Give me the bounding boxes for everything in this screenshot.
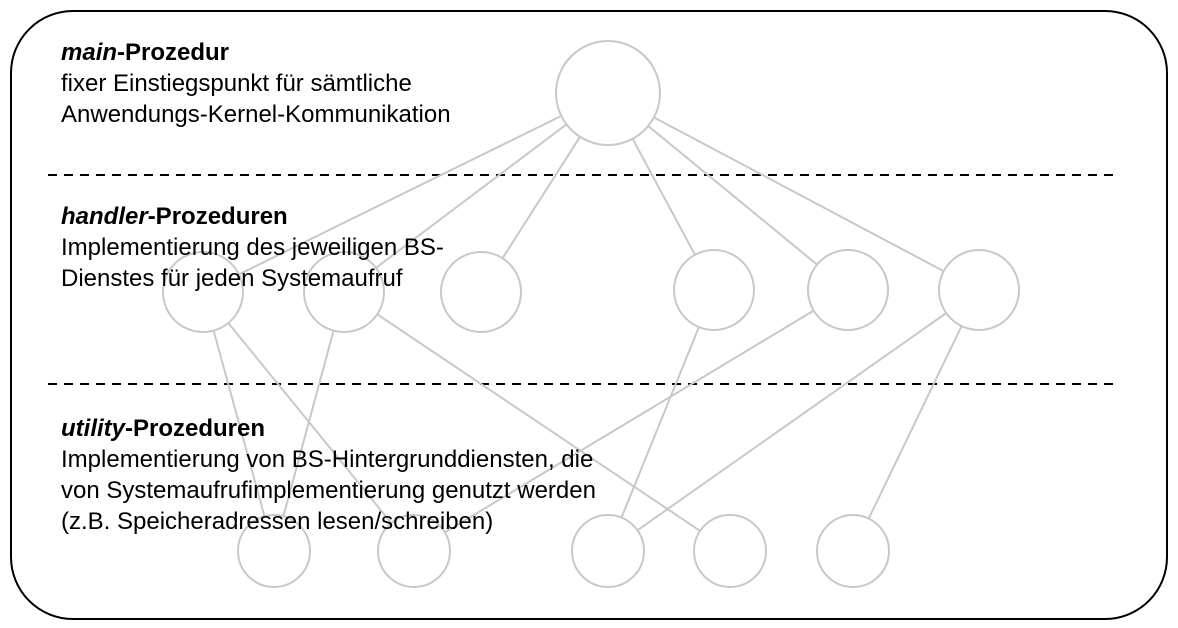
main-heading-rest: -Prozedur <box>117 39 230 66</box>
handler-node-6 <box>938 249 1020 331</box>
handler-node-3 <box>440 251 522 333</box>
utility-section-text: utility-Prozeduren Implementierung von B… <box>61 413 596 537</box>
utility-heading: utility-Prozeduren <box>61 413 596 444</box>
utility-heading-italic: utility <box>61 415 125 442</box>
handler-desc-line-1: Implementierung des jeweiligen BS- <box>61 234 444 261</box>
edge-main-node-to-handler-node-3 <box>501 136 581 259</box>
main-section-text: main-Prozedur fixer Einstiegspunkt für s… <box>61 37 451 130</box>
edge-handler-node-1-to-utility-node-1 <box>212 330 266 517</box>
edge-handler-node-4-to-utility-node-3 <box>620 326 700 518</box>
main-desc-line-1: fixer Einstiegspunkt für sämtliche <box>61 70 412 97</box>
edge-main-node-to-handler-node-4 <box>631 138 696 256</box>
main-node <box>555 40 661 146</box>
handler-node-2 <box>303 251 385 333</box>
utility-node-3 <box>571 514 645 588</box>
handler-node-5 <box>807 249 889 331</box>
handler-heading: handler-Prozeduren <box>61 201 444 232</box>
handler-heading-rest: -Prozeduren <box>147 203 288 230</box>
handler-desc-line-2: Dienstes für jeden Systemaufruf <box>61 265 403 292</box>
nodes <box>162 40 1020 588</box>
handler-heading-italic: handler <box>61 203 148 230</box>
handler-node-4 <box>673 249 755 331</box>
utility-desc-line-2: von Systemaufrufimplementierung genutzt … <box>61 477 596 504</box>
edge-handler-node-2-to-utility-node-4 <box>376 313 701 532</box>
edge-handler-node-6-to-utility-node-3 <box>636 312 947 532</box>
utility-node-4 <box>693 514 767 588</box>
main-heading-italic: main <box>61 39 118 66</box>
edge-handler-node-5-to-utility-node-2 <box>444 309 815 534</box>
edge-main-node-to-handler-node-5 <box>647 125 818 266</box>
utility-desc-line-1: Implementierung von BS-Hintergrunddienst… <box>61 446 594 473</box>
handler-node-1 <box>162 251 244 333</box>
utility-node-1 <box>237 514 311 588</box>
main-desc-line-2: Anwendungs-Kernel-Kommunikation <box>61 101 451 128</box>
outer-frame <box>10 10 1168 620</box>
utility-node-5 <box>816 514 890 588</box>
edge-handler-node-1-to-utility-node-2 <box>227 322 393 524</box>
edges <box>212 115 963 534</box>
edge-handler-node-6-to-utility-node-5 <box>867 325 963 520</box>
edge-main-node-to-handler-node-2 <box>375 123 568 269</box>
main-heading: main-Prozedur <box>61 37 451 68</box>
utility-heading-rest: -Prozeduren <box>125 415 266 442</box>
utility-node-2 <box>377 514 451 588</box>
edge-main-node-to-handler-node-6 <box>653 116 945 273</box>
handler-section-text: handler-Prozeduren Implementierung des j… <box>61 201 444 294</box>
utility-desc-line-3: (z.B. Speicheradressen lesen/schreiben) <box>61 508 494 535</box>
edge-handler-node-2-to-utility-node-1 <box>282 330 335 517</box>
edge-main-node-to-handler-node-1 <box>238 115 562 276</box>
